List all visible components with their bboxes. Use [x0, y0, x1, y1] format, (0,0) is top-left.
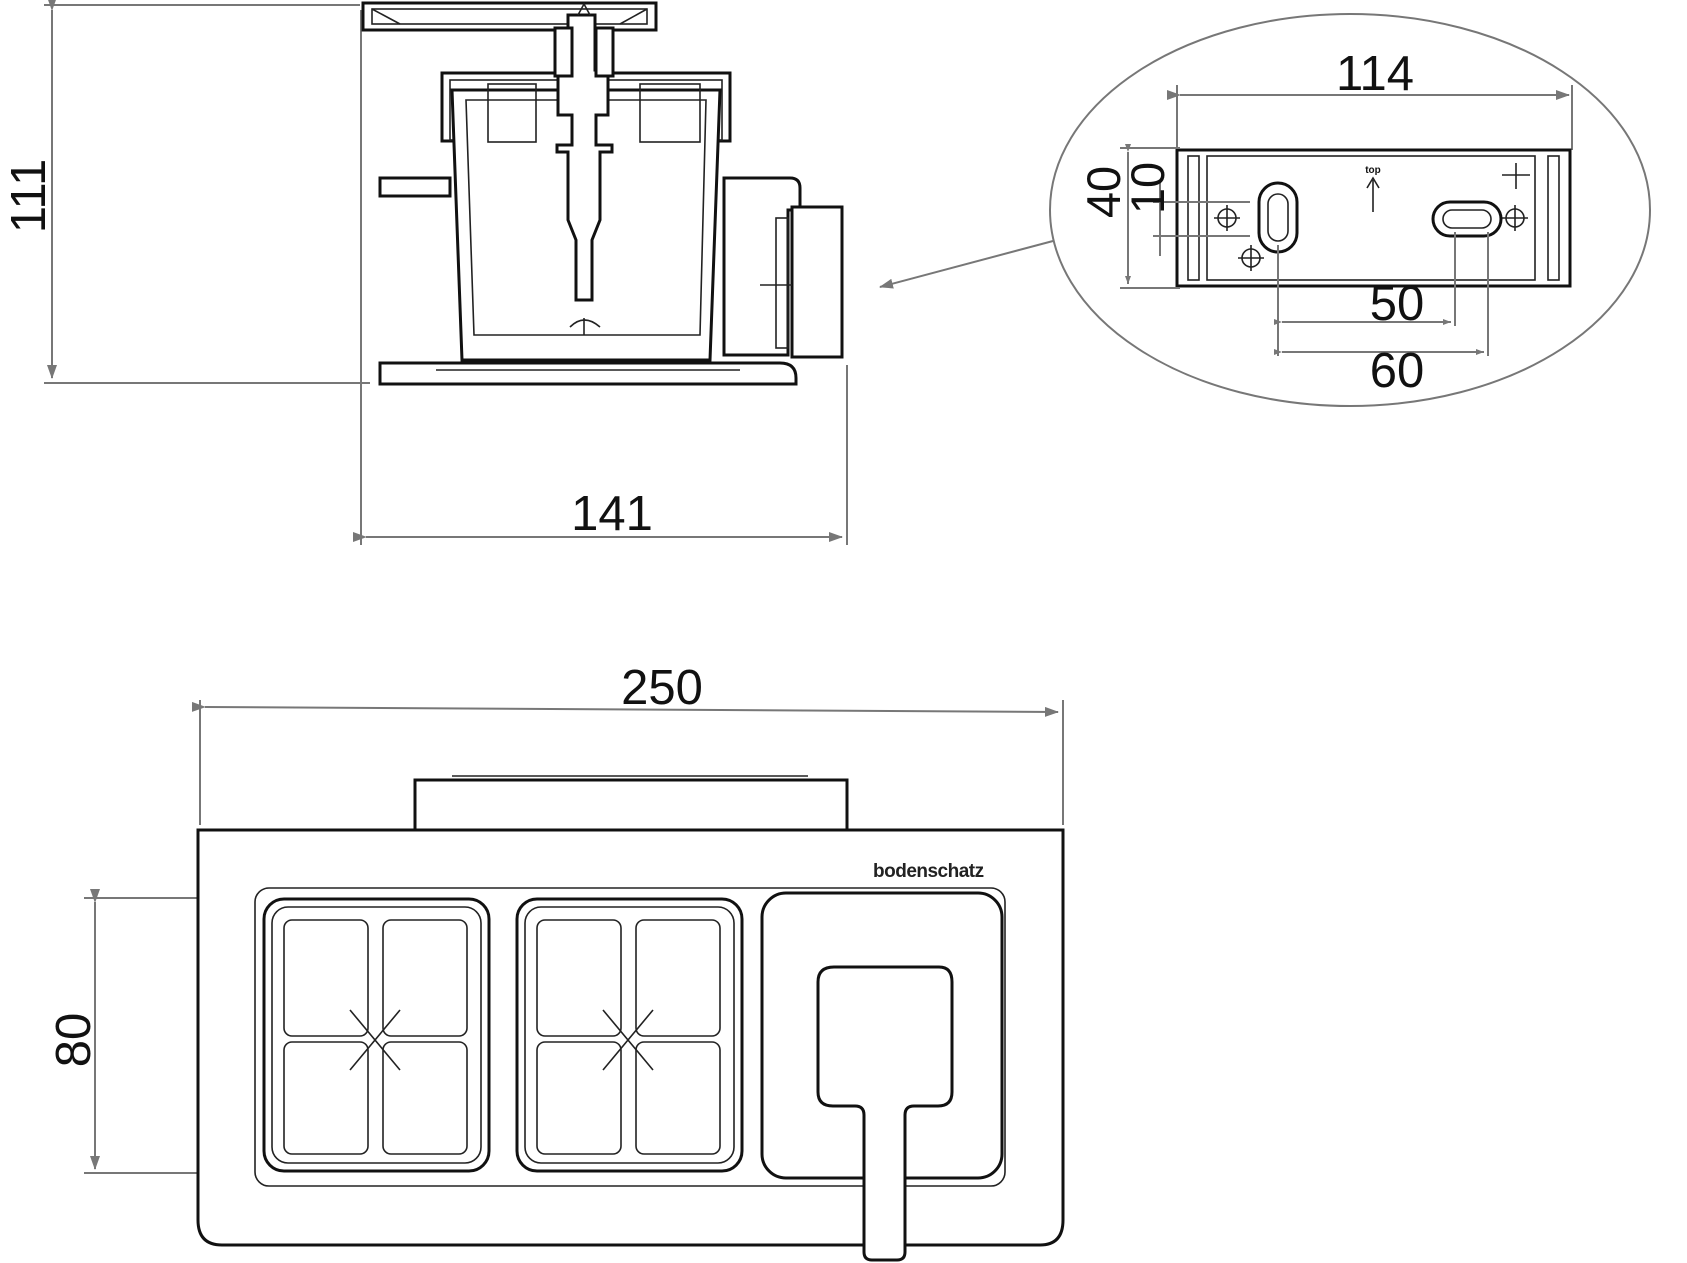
detail-callout-arrow — [879, 240, 1054, 289]
trap-body — [378, 2, 844, 386]
top-direction-marker: top — [1365, 165, 1381, 212]
width-dimension: 141 — [353, 10, 848, 545]
outlet-cap — [413, 778, 849, 832]
height-label: 111 — [2, 159, 56, 233]
slot-spacing-small-label: 50 — [1370, 277, 1425, 331]
screw-hole — [1214, 205, 1240, 231]
brand-logo: bodenschatz — [873, 861, 984, 882]
grate-right — [515, 897, 744, 1173]
cover-handle — [816, 965, 954, 1262]
screw-hole — [1502, 205, 1528, 231]
width-label: 141 — [571, 487, 653, 541]
grate-left — [262, 897, 491, 1173]
screw-hole — [1502, 163, 1530, 189]
detail-view: 114 40 10 — [1049, 13, 1651, 407]
height-dimension: 111 — [2, 0, 370, 384]
detail-height-label: 40 — [1077, 166, 1130, 218]
detail-ellipse — [1049, 13, 1651, 407]
cleaning-cover — [760, 891, 1004, 1262]
top-width-label: 250 — [621, 661, 703, 715]
top-handle — [361, 1, 658, 32]
grate-height-label: 80 — [47, 1013, 101, 1068]
top-marker-label: top — [1365, 165, 1381, 176]
detail-width-label: 114 — [1336, 47, 1414, 101]
detail-offset-label: 10 — [1121, 162, 1174, 214]
side-view: 111 141 — [2, 0, 848, 545]
screw-hole — [1238, 245, 1264, 271]
top-view: 250 80 bodenschatz — [47, 661, 1065, 1262]
slot-spacing-large-label: 60 — [1370, 344, 1425, 398]
